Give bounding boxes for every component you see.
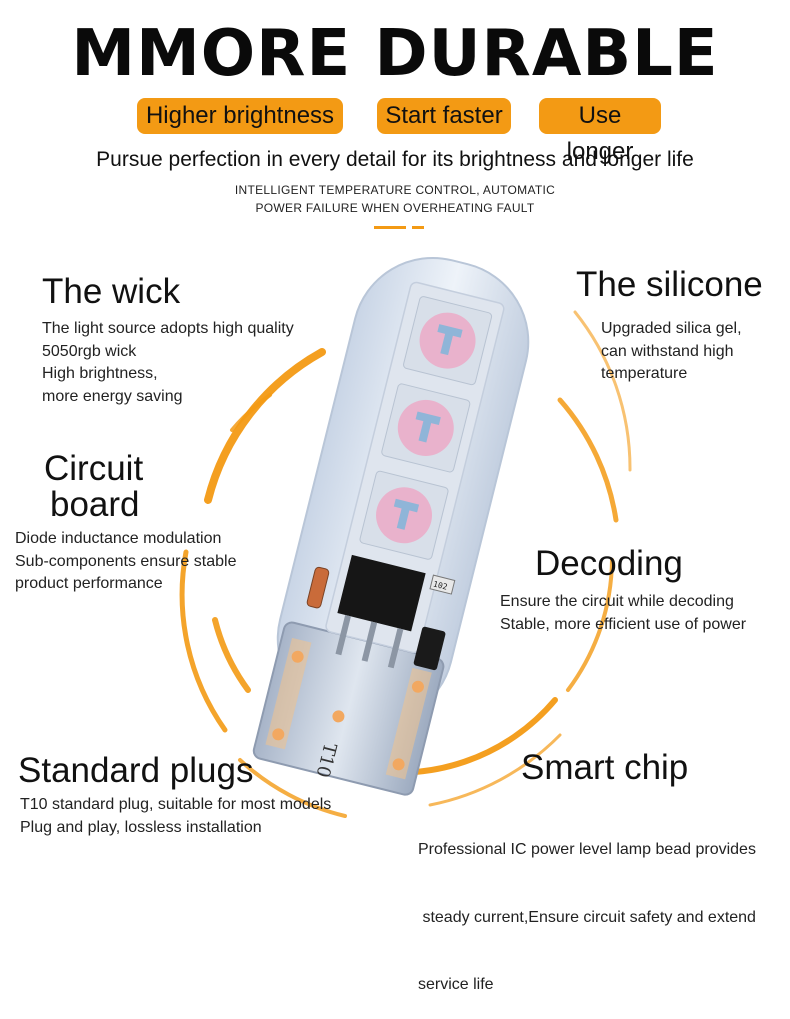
- silicone-line: temperature: [601, 365, 688, 382]
- circuit-line: Diode inductance modulation: [15, 530, 222, 547]
- wick-line: The light source adopts high quality: [42, 320, 294, 337]
- circuit-line: product performance: [15, 575, 163, 592]
- silicone-title: The silicone: [576, 265, 763, 304]
- subtitle: Pursue perfection in every detail for it…: [96, 148, 694, 171]
- decoding-title: Decoding: [535, 544, 683, 583]
- circuit-title-line-1: Circuit: [44, 449, 144, 488]
- silicone-description: Upgraded silica gel, can withstand high …: [601, 318, 742, 386]
- divider-left: [374, 226, 406, 229]
- chip-title: Smart chip: [521, 748, 689, 787]
- orange-ring: [179, 310, 632, 818]
- plugs-title: Standard plugs: [18, 751, 254, 790]
- wick-line: High brightness,: [42, 365, 158, 382]
- divider-right: [412, 226, 424, 229]
- led-modules: [359, 296, 493, 560]
- circuit-title: Circuit board: [44, 451, 143, 523]
- plugs-line: Plug and play, lossless installation: [20, 818, 262, 836]
- chip-line: steady current,Ensure circuit safety and…: [418, 908, 756, 926]
- chip-line: service life: [418, 976, 494, 993]
- plugs-description: T10 standard plug, suitable for most mod…: [20, 794, 331, 839]
- page-title: MMORE DURABLE: [71, 17, 719, 91]
- wick-line: 5050rgb wick: [42, 342, 137, 360]
- component-label: 102: [432, 580, 448, 592]
- product-illustration: 102 T10: [179, 256, 632, 818]
- badge-start-faster: Start faster: [377, 98, 511, 134]
- decoding-description: Ensure the circuit while decoding Stable…: [500, 591, 746, 636]
- badge-higher-brightness: Higher brightness: [137, 98, 343, 134]
- circuit-title-line-2: board: [50, 485, 140, 524]
- chip-description: Professional IC power level lamp bead pr…: [418, 794, 756, 1019]
- silicone-line: Upgraded silica gel,: [601, 320, 742, 337]
- decoding-line: Ensure the circuit while decoding: [500, 593, 734, 610]
- decoding-line: Stable, more efficient use of power: [500, 615, 747, 633]
- wick-title: The wick: [42, 272, 181, 311]
- circuit-line: Sub-components ensure stable: [15, 552, 237, 570]
- wick-line: more energy saving: [42, 387, 183, 405]
- wick-description: The light source adopts high quality 505…: [42, 318, 294, 408]
- chip-line: Professional IC power level lamp bead pr…: [418, 841, 756, 858]
- badge-use-longer: Use longer: [539, 98, 661, 165]
- silicone-line: can withstand high: [601, 342, 734, 360]
- note-line-2: POWER FAILURE WHEN OVERHEATING FAULT: [255, 201, 535, 215]
- circuit-description: Diode inductance modulation Sub-componen…: [15, 528, 236, 596]
- note-line-1: INTELLIGENT TEMPERATURE CONTROL, AUTOMAT…: [234, 183, 556, 197]
- plugs-line: T10 standard plug, suitable for most mod…: [20, 796, 332, 813]
